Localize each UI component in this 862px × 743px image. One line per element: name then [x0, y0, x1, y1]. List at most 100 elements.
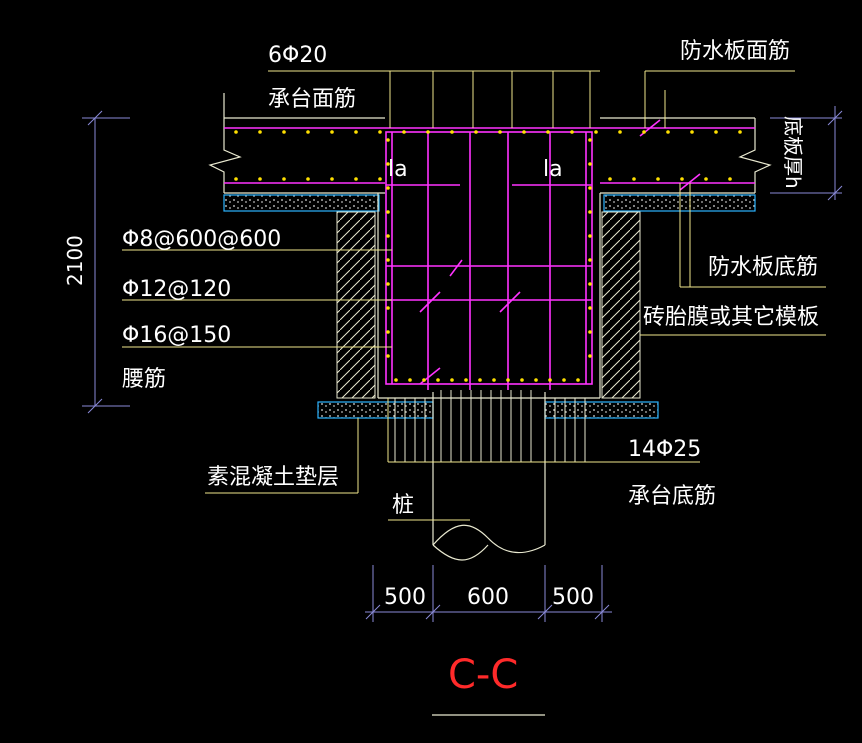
bar-dot	[506, 378, 510, 382]
bar-dot	[330, 177, 334, 181]
leader-lines	[122, 70, 826, 521]
bar-dot	[474, 130, 478, 134]
pile-cap-outline	[377, 193, 601, 399]
bar-dot	[714, 130, 718, 134]
bar-dot	[386, 210, 390, 214]
bar-dot	[728, 177, 732, 181]
bar-dot	[386, 258, 390, 262]
bar-dot	[588, 282, 592, 286]
top-bars-count-label: 6Φ20	[268, 43, 327, 68]
bar-dot	[522, 130, 526, 134]
anchor-right-label: la	[543, 157, 563, 182]
cushion-label: 素混凝土垫层	[207, 465, 339, 490]
pile-label: 桩	[392, 493, 414, 518]
bar-dot	[422, 378, 426, 382]
bar-dot	[386, 138, 390, 142]
bar-dot	[234, 177, 238, 181]
bar-dot	[378, 177, 382, 181]
bar-dot	[464, 378, 468, 382]
dimension-lines	[82, 106, 843, 622]
bar-dot	[666, 130, 670, 134]
bar-dot	[588, 258, 592, 262]
rebar	[224, 119, 755, 390]
raft-bottom-bars-label: 防水板底筋	[708, 255, 818, 280]
bar-dot	[618, 130, 622, 134]
bar-dot	[386, 162, 390, 166]
bar-dot	[680, 177, 684, 181]
bar-dot	[354, 177, 358, 181]
bar-dot	[258, 177, 262, 181]
bar-dot	[492, 378, 496, 382]
bar-dot	[562, 378, 566, 382]
raft-slab	[208, 93, 772, 194]
bar-dot	[642, 130, 646, 134]
stirrup-1-label: Φ8@600@600	[122, 227, 281, 252]
bar-dot	[690, 130, 694, 134]
bar-dot	[588, 330, 592, 334]
raft-thickness-label: 底板厚h	[781, 116, 805, 189]
dim-right-label: 500	[552, 585, 594, 610]
height-dim-label: 2100	[63, 235, 87, 286]
bar-dot	[548, 378, 552, 382]
bar-dot	[608, 177, 612, 181]
bar-dot	[588, 162, 592, 166]
bar-dot	[402, 130, 406, 134]
bar-dot	[570, 130, 574, 134]
bar-dot	[426, 130, 430, 134]
bar-dot	[282, 177, 286, 181]
dim-left-label: 500	[384, 585, 426, 610]
section-title: C-C	[448, 652, 518, 698]
bar-dot	[354, 130, 358, 134]
stirrup-2-label: Φ12@120	[122, 277, 231, 302]
concrete-cushion	[317, 401, 659, 419]
bar-dot	[408, 378, 412, 382]
bar-dot	[386, 330, 390, 334]
bar-dot	[258, 130, 262, 134]
bar-dot	[378, 130, 382, 134]
bar-dot	[588, 306, 592, 310]
raft-top-bars-label: 防水板面筋	[680, 39, 790, 64]
waterproof-layer	[223, 194, 756, 212]
bar-dot	[386, 306, 390, 310]
bar-dot	[576, 378, 580, 382]
formwork-label: 砖胎膜或其它模板	[643, 305, 819, 330]
bar-dot	[594, 130, 598, 134]
bar-dot	[588, 354, 592, 358]
bar-dot	[632, 177, 636, 181]
bar-dot	[588, 210, 592, 214]
pile-bars	[394, 390, 586, 462]
bar-dot	[394, 378, 398, 382]
bar-dot	[534, 378, 538, 382]
anchor-left-label: la	[388, 157, 408, 182]
bar-dot	[704, 177, 708, 181]
stirrup-3-label: Φ16@150	[122, 323, 231, 348]
bar-dot	[386, 354, 390, 358]
bar-dot	[546, 130, 550, 134]
brick-formwork	[336, 211, 641, 399]
dim-mid-label: 600	[467, 585, 509, 610]
waist-bars-label: 腰筋	[122, 367, 166, 392]
bar-dot	[306, 130, 310, 134]
bar-dot	[386, 234, 390, 238]
cap-top-bars-label: 承台面筋	[268, 87, 356, 112]
bar-dot	[386, 186, 390, 190]
cap-bottom-bars-label: 承台底筋	[628, 484, 716, 509]
bar-dot	[520, 378, 524, 382]
bar-dot	[386, 282, 390, 286]
pile	[432, 392, 546, 561]
bar-dots	[234, 130, 742, 382]
bar-dot	[498, 130, 502, 134]
bar-dot	[450, 378, 454, 382]
bar-dot	[478, 378, 482, 382]
bar-dot	[450, 130, 454, 134]
bar-dot	[436, 378, 440, 382]
bottom-bars-count-label: 14Φ25	[628, 437, 701, 462]
bar-dot	[306, 177, 310, 181]
bar-dot	[588, 186, 592, 190]
bar-dot	[588, 138, 592, 142]
bar-dot	[738, 130, 742, 134]
bar-dot	[588, 234, 592, 238]
bar-dot	[282, 130, 286, 134]
bar-dot	[656, 177, 660, 181]
